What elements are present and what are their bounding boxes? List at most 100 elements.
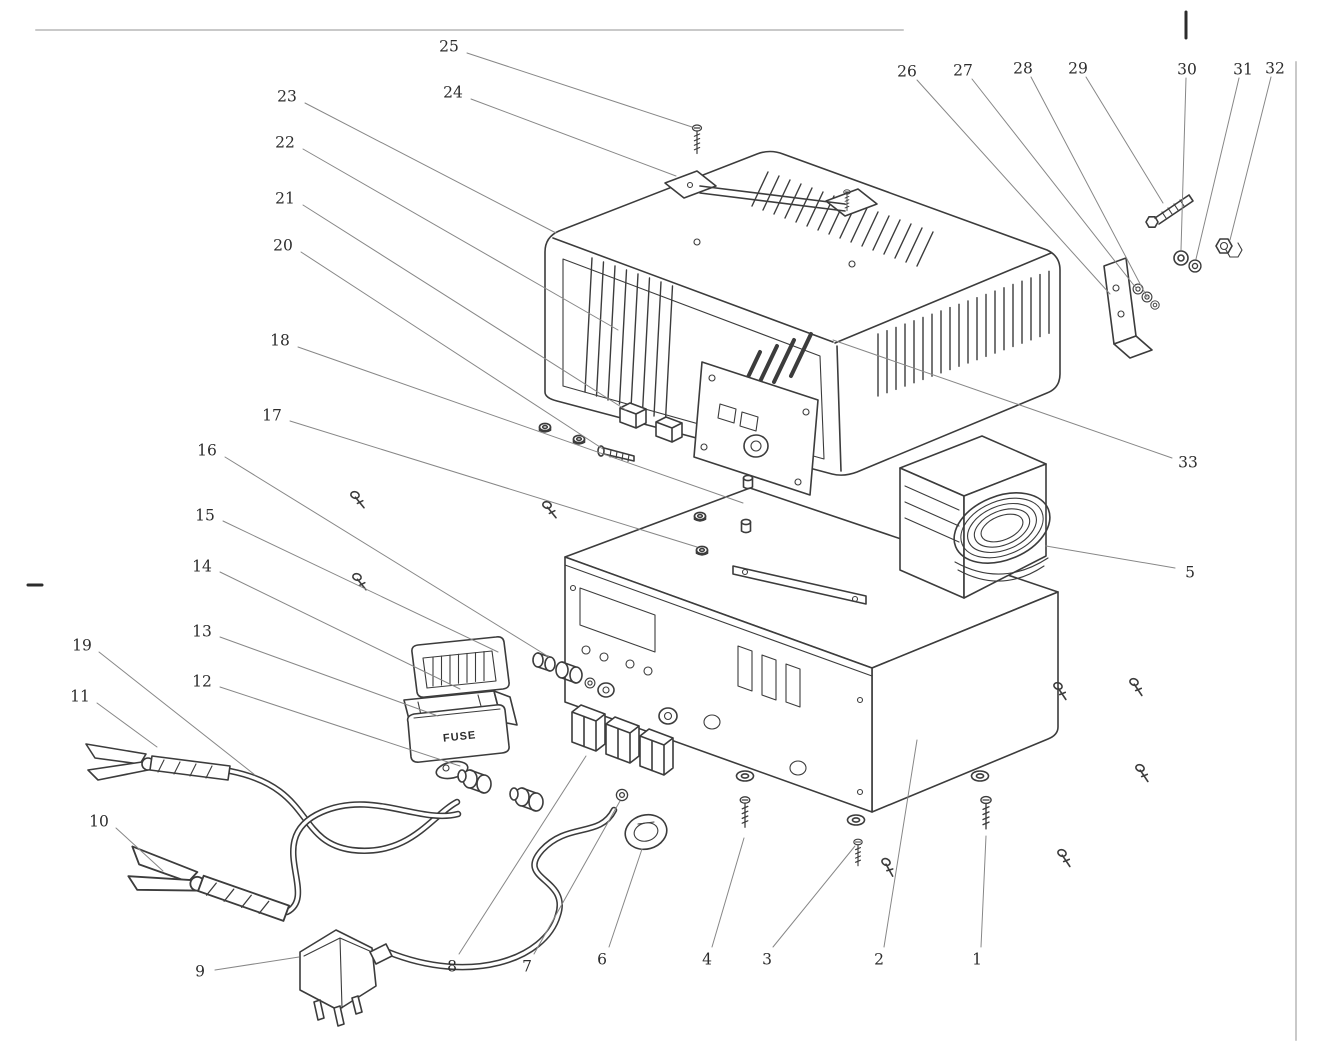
- leader-line-14: [219, 571, 461, 690]
- panel-round-hole: [789, 760, 807, 776]
- leader-line-27: [971, 78, 1137, 289]
- callout-number-2: 2: [874, 951, 884, 969]
- small-screw: [349, 572, 371, 591]
- mounting-bracket-26: [1103, 257, 1153, 359]
- inner-vent-slots: [584, 257, 674, 421]
- panel-hole: [599, 652, 609, 662]
- panel-knob: [743, 434, 769, 458]
- leader-line-15: [222, 520, 499, 653]
- callout-number-23: 23: [277, 88, 297, 106]
- nut-32: [1215, 238, 1243, 258]
- bolt-29: [1145, 194, 1194, 228]
- transformer: [899, 435, 1051, 599]
- chassis-base: [564, 487, 1059, 813]
- callout-number-16: 16: [197, 442, 217, 460]
- chassis-right-wall: [871, 591, 1059, 813]
- vent-slot: [861, 211, 879, 247]
- leader-line-31: [1195, 77, 1240, 260]
- fuse-label: FUSE: [442, 729, 476, 744]
- vent-slot: [641, 277, 651, 413]
- washer-1: [970, 770, 990, 782]
- cover-screw-25: [691, 124, 703, 155]
- washer-28b: [1150, 300, 1160, 310]
- callout-number-26: 26: [897, 63, 917, 81]
- side-vent-slots: [877, 270, 1050, 397]
- callout-number-4: 4: [702, 951, 712, 969]
- callout-number-22: 22: [275, 134, 295, 152]
- leader-line-11: [96, 702, 158, 748]
- rocker-switches: [571, 704, 678, 776]
- leader-line-10: [115, 827, 164, 872]
- leader-line-29: [1085, 76, 1164, 204]
- leader-line-3: [772, 845, 856, 948]
- shaft-parts: [532, 652, 615, 698]
- leader-line-12: [219, 686, 461, 767]
- vent-slot: [806, 191, 824, 227]
- vent-slot: [664, 285, 674, 421]
- leader-line-5: [1045, 545, 1176, 569]
- indicator-lamp: [658, 707, 678, 725]
- bus-bar: [732, 565, 867, 605]
- callout-number-29: 29: [1068, 60, 1088, 78]
- vent-slot: [894, 223, 912, 259]
- callout-number-13: 13: [192, 623, 212, 641]
- callout-number-18: 18: [270, 332, 290, 350]
- leader-line-20: [300, 251, 604, 450]
- vent-slot: [850, 207, 868, 243]
- callout-number-14: 14: [192, 558, 212, 576]
- scan-border: [35, 29, 1297, 1041]
- cover-opening-rim: [562, 258, 825, 460]
- leader-line-21: [302, 204, 627, 411]
- leader-line-2: [883, 739, 918, 948]
- self-tapper: [1053, 847, 1076, 868]
- leader-line-22: [302, 148, 619, 331]
- panel-round-hole: [703, 714, 721, 730]
- chassis-front-panel: [564, 556, 873, 813]
- leader-line-7: [533, 800, 621, 955]
- panel-hole: [643, 666, 653, 676]
- vent-slot: [584, 257, 593, 393]
- screw-4: [739, 796, 751, 828]
- spring-contact: [772, 338, 796, 384]
- nut-21b: [572, 434, 586, 445]
- screw-3b: [877, 856, 900, 877]
- leader-line-24: [470, 98, 677, 177]
- transformer-coil: [953, 492, 1051, 564]
- inner-component-panel: [693, 332, 819, 496]
- callout-number-32: 32: [1265, 60, 1285, 78]
- leader-line-1: [980, 835, 987, 948]
- cover-silhouette: [544, 150, 1061, 476]
- fuse-cover: FUSE: [406, 704, 510, 763]
- leader-line-6: [608, 848, 643, 948]
- screw-1: [980, 795, 992, 830]
- spring-contact: [789, 332, 813, 378]
- cover-hole: [848, 260, 856, 268]
- leader-line-32: [1229, 76, 1272, 241]
- callout-number-25: 25: [439, 38, 459, 56]
- self-tapper: [1131, 762, 1154, 783]
- terminal-blocks: [619, 402, 683, 443]
- callout-number-31: 31: [1233, 61, 1253, 79]
- leader-line-19: [98, 651, 256, 776]
- leader-line-26: [916, 79, 1111, 295]
- panel-hole: [625, 659, 635, 669]
- binding-posts: [457, 769, 544, 812]
- callout-number-33: 33: [1178, 454, 1198, 472]
- socket-ring-7: [615, 788, 629, 802]
- self-tapper: [1125, 676, 1148, 697]
- screw-3: [853, 838, 863, 867]
- leader-line-9: [214, 956, 300, 971]
- leader-line-28: [1030, 76, 1148, 298]
- callout-number-8: 8: [447, 958, 457, 976]
- leader-line-13: [219, 636, 439, 717]
- leader-line-18: [297, 346, 744, 504]
- vent-slot: [883, 219, 901, 255]
- top-cover: [544, 124, 1061, 476]
- vent-slot: [773, 179, 791, 215]
- leader-line-25: [466, 52, 693, 128]
- callout-number-27: 27: [953, 62, 973, 80]
- vent-slot: [795, 187, 813, 223]
- callout-number-17: 17: [262, 407, 282, 425]
- battery-clamp-11: [85, 743, 231, 781]
- callout-number-10: 10: [89, 813, 109, 831]
